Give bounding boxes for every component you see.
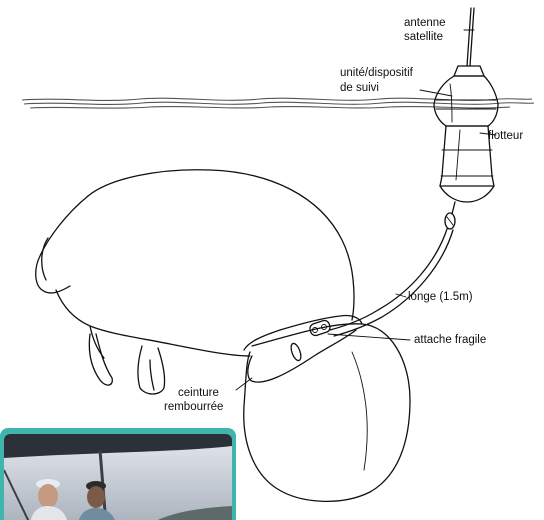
tracking-unit (434, 66, 498, 126)
swivel (445, 202, 455, 229)
label-tether: longe (1.5m) (408, 291, 473, 303)
label-weak-link: attache fragile (414, 334, 486, 346)
label-tracker-line2: de suivi (340, 82, 379, 94)
label-float: flotteur (488, 130, 523, 142)
inset-photo (0, 428, 236, 520)
label-antenna-line2: satellite (404, 31, 443, 43)
label-antenna-line1: antenne (404, 17, 446, 29)
label-belt-line1: ceinture (178, 387, 219, 399)
satellite-antenna (467, 8, 474, 66)
label-tracker-line1: unité/dispositif (340, 67, 414, 79)
float (440, 126, 494, 202)
tether (330, 229, 453, 336)
label-belt-line2: rembourrée (164, 401, 223, 413)
